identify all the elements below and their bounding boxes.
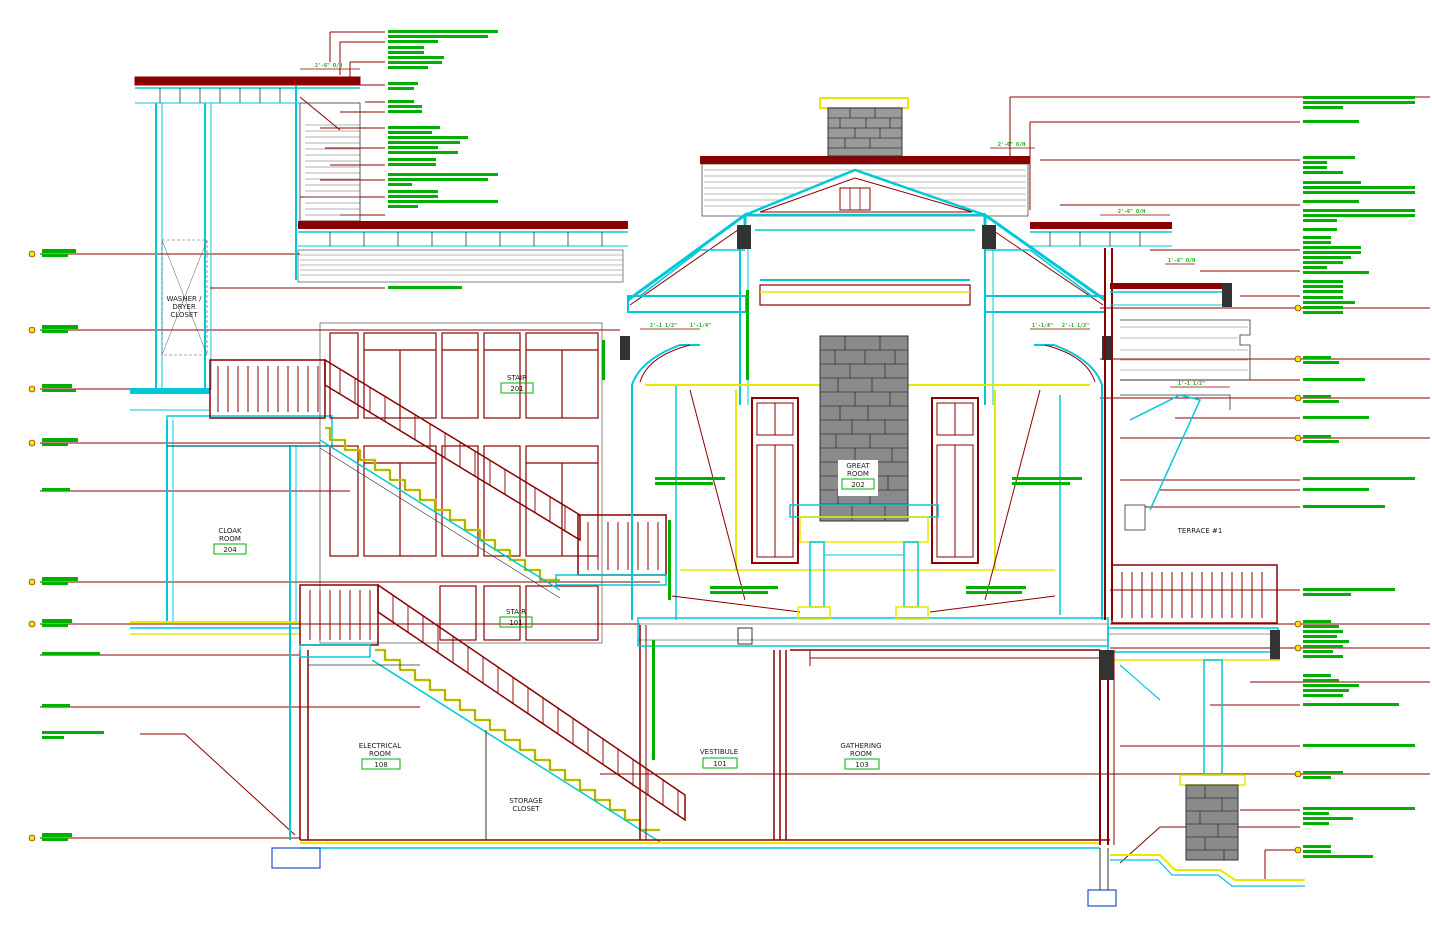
dim-top-right: 2'-6" O/H [998, 142, 1025, 148]
electrical-name-2: ROOM [369, 750, 391, 758]
gathering-name-1: GATHERING [840, 742, 881, 750]
great-name-1: GREAT [846, 462, 870, 470]
stair-upper-name: STAIR [507, 374, 527, 382]
cloak-name-2: ROOM [219, 535, 241, 543]
room-gathering: GATHERING ROOM 103 [840, 742, 882, 770]
right-wing-terrace [1030, 222, 1280, 861]
room-great: GREAT ROOM 202 [838, 460, 878, 496]
washer-label-2: DRYER [172, 303, 196, 311]
washer-label-3: CLOSET [170, 311, 198, 319]
room-storage: STORAGE CLOSET [509, 797, 542, 813]
lower-stair [299, 583, 686, 843]
great-number: 202 [851, 481, 864, 489]
left-wing [130, 76, 361, 635]
room-cloak: CLOAK ROOM 204 [213, 527, 247, 555]
room-stair-upper: STAIR 201 [500, 374, 534, 394]
cloak-number: 204 [223, 546, 237, 554]
dim-right-gable-b: 2'-1 1/2" [1062, 323, 1089, 329]
great-name-2: ROOM [847, 470, 869, 478]
dim-right-small: 1'-6" O/H [1168, 258, 1195, 264]
room-electrical: ELECTRICAL ROOM 108 [359, 742, 402, 770]
gathering-number: 103 [855, 761, 868, 769]
chimney [789, 97, 939, 620]
great-room-gable [620, 156, 1112, 620]
dim-right-small2: 1'-1 1/2" [1178, 381, 1205, 387]
stair-lower-name: STAIR [506, 608, 526, 616]
dimension-lines [300, 68, 1230, 388]
room-washer: WASHER / DRYER CLOSET [167, 295, 203, 319]
stair-upper-number: 201 [510, 385, 523, 393]
dim-right-gable-a: 1'-1/4" [1032, 323, 1053, 329]
lower-level [271, 617, 1305, 907]
washer-label-1: WASHER / [167, 295, 203, 303]
electrical-number: 108 [374, 761, 387, 769]
stair-lower-number: 101 [509, 619, 522, 627]
left-level-dots [28, 250, 36, 842]
vestibule-number: 101 [713, 760, 726, 768]
storage-name-1: STORAGE [509, 797, 542, 805]
vestibule-name: VESTIBULE [700, 748, 738, 756]
dim-top-left: 2'-6" O/H [315, 63, 342, 69]
upper-stair [209, 358, 667, 599]
room-terrace: TERRACE #1 [1177, 527, 1223, 535]
room-stair-lower: STAIR 101 [499, 608, 533, 628]
top-left-notes [299, 30, 498, 216]
stair-window-wall [319, 322, 603, 644]
interior-note-tags [602, 290, 1082, 760]
room-vestibule: VESTIBULE 101 [700, 748, 738, 769]
dim-left-gable-b: 1'-1/4" [690, 323, 711, 329]
storage-name-2: CLOSET [512, 805, 540, 813]
right-leaders [600, 96, 1430, 880]
dim-left-gable-a: 2'-1 1/2" [650, 323, 677, 329]
electrical-name-1: ELECTRICAL [359, 742, 402, 750]
dim-mid-right: 2'-6" O/H [1118, 209, 1145, 215]
right-level-dots [1294, 304, 1302, 854]
terrace-name: TERRACE #1 [1177, 527, 1223, 535]
left-level-markers [40, 253, 660, 839]
cloak-name-1: CLOAK [218, 527, 242, 535]
left-level-tags [42, 249, 104, 841]
main-low-roof [210, 221, 628, 289]
right-note-tags [1303, 96, 1415, 858]
gathering-name-2: ROOM [850, 750, 872, 758]
